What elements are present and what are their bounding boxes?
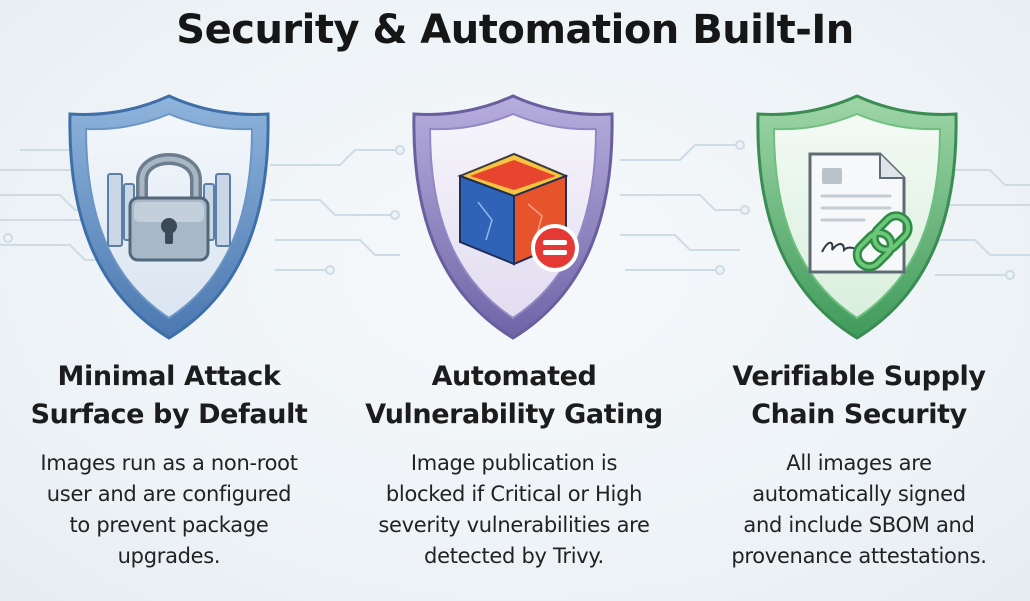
feature-description: Images run as a non-root user and are co… (40, 451, 298, 568)
shield-vulnerability-gating (408, 92, 618, 342)
container-cube-icon (412, 94, 614, 340)
feature-heading: Automated Vulnerability Gating (365, 361, 663, 430)
feature-description: All images are automatically signed and … (731, 451, 987, 568)
feature-description: Image publication is blocked if Critical… (378, 451, 650, 568)
padlock-icon (68, 94, 270, 340)
shield-minimal-attack-surface (64, 92, 274, 342)
shield-supply-chain-security (752, 92, 962, 342)
signed-document-link-icon (756, 94, 958, 340)
feature-heading: Minimal Attack Surface by Default (30, 361, 308, 430)
page-title: Security & Automation Built-In (176, 7, 854, 53)
feature-vulnerability-gating: Automated Vulnerability Gating Image pub… (349, 358, 679, 572)
feature-minimal-attack-surface: Minimal Attack Surface by Default Images… (4, 358, 334, 572)
feature-heading: Verifiable Supply Chain Security (732, 361, 986, 430)
feature-supply-chain-security: Verifiable Supply Chain Security All ima… (694, 358, 1024, 572)
